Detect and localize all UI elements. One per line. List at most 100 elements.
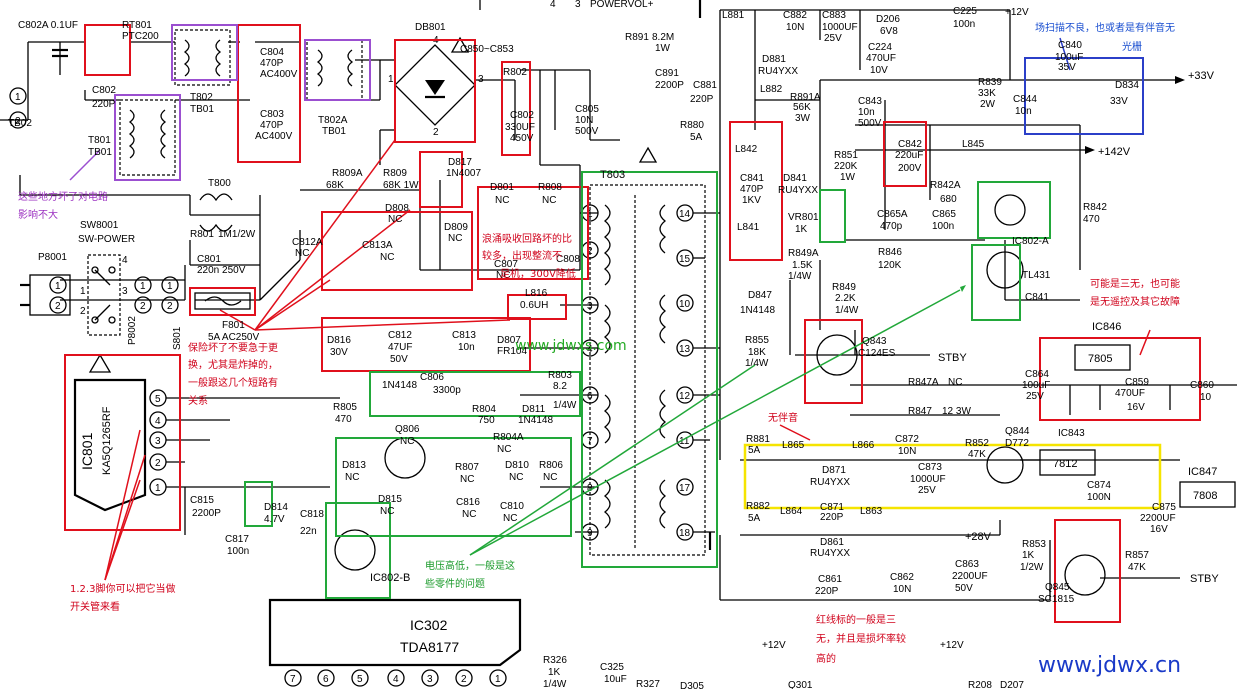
comp-label: 220P — [92, 99, 116, 110]
comp-label: 1000UF — [822, 22, 858, 33]
comp-label: 8.2M — [652, 32, 674, 43]
comp-label: Q806 — [395, 424, 420, 435]
comp-label: R808 — [538, 182, 562, 193]
comp-label: IC802-A — [1012, 236, 1049, 247]
pin-label: 4 — [122, 255, 128, 266]
yellow-box-12v — [743, 443, 1162, 510]
comp-label: T803 — [600, 169, 625, 181]
comp-label: C881 — [693, 80, 717, 91]
comp-label: NC — [380, 252, 394, 263]
comp-label: R842 — [1083, 202, 1107, 213]
comp-label: 8.2 — [553, 381, 567, 392]
comp-label: RU4YXX — [810, 477, 850, 488]
comp-label: TB01 — [88, 147, 112, 158]
pin-label: 6 — [587, 391, 593, 402]
watermark-center: www.jdwxs.com — [515, 338, 627, 354]
ic801-label: IC801 — [79, 432, 95, 470]
watermark-corner: www.jdwx.cn — [1038, 653, 1181, 678]
comp-label: 500V — [858, 118, 882, 129]
comp-label: R839 — [978, 77, 1002, 88]
comp-label: R880 — [680, 120, 704, 131]
ic302-body: IC302 TDA8177 7 6 5 4 3 2 1 — [268, 598, 522, 687]
transformer-t802a — [306, 39, 363, 101]
blue-box-33v — [1024, 57, 1144, 135]
comp-label: R882 — [746, 501, 770, 512]
comp-label: 68K 1W — [383, 180, 419, 191]
comp-label: TB01 — [322, 126, 346, 137]
comp-label: D814 — [264, 502, 288, 513]
comp-label: 1/4W — [553, 400, 577, 411]
comp-label: 10N — [786, 22, 804, 33]
comp-label: DB801 — [415, 22, 446, 33]
comp-label: 10V — [870, 65, 888, 76]
comp-label: 10N — [898, 446, 916, 457]
comp-label: 47K — [968, 449, 986, 460]
comp-label: D881 — [762, 54, 786, 65]
comp-label: 10n — [1015, 106, 1032, 117]
comp-label: NC — [388, 214, 402, 225]
comp-label: 1N4148 — [518, 415, 553, 426]
comp-label: 220n 250V — [197, 265, 246, 276]
fuse-note-line: 关系 — [188, 394, 208, 407]
comp-label: 450V — [510, 133, 534, 144]
comp-label: 470p — [880, 221, 903, 232]
purple-box-t802 — [171, 24, 238, 81]
comp-label: R803 — [548, 370, 572, 381]
comp-label: 10n — [858, 107, 875, 118]
comp-label: 120K — [878, 260, 902, 271]
comp-label: 1/4W — [835, 305, 859, 316]
comp-label: C813A — [362, 240, 393, 251]
comp-label: 200V — [898, 163, 922, 174]
comp-label: R802 — [503, 67, 527, 78]
comp-label: 5A AC250V — [208, 332, 259, 343]
pin-note-line: 开关管来看 — [70, 600, 120, 613]
pin-label: 7 — [290, 674, 296, 685]
comp-label: T800 — [208, 178, 231, 189]
comp-label: L845 — [962, 139, 985, 150]
green-box-vr801 — [819, 189, 846, 243]
comp-label: C818 — [300, 509, 324, 520]
red-box-rt801 — [84, 24, 131, 76]
pin-label: 18 — [679, 528, 691, 539]
comp-label: Q845 — [1045, 582, 1070, 593]
comp-label: 2200P — [192, 508, 221, 519]
fuse-note-line: 换，尤其是炸掉的， — [188, 358, 278, 371]
comp-label: R847 — [908, 406, 932, 417]
red-box-c803-c804 — [237, 24, 301, 163]
comp-label: D815 — [378, 494, 402, 505]
comp-label: C124ES — [858, 348, 896, 359]
pin-label: 1 — [495, 674, 501, 685]
comp-label: 16V — [1150, 524, 1168, 535]
comp-label: 1N4007 — [446, 168, 481, 179]
header-num-3: 3 — [575, 0, 581, 10]
comp-label: R857 — [1125, 550, 1149, 561]
red-box-c802 — [501, 61, 531, 156]
comp-label: 25V — [918, 485, 936, 496]
comp-label: D817 — [448, 157, 472, 168]
comp-label: C812A — [292, 237, 323, 248]
comp-label: D206 — [876, 14, 900, 25]
t803-right-pins: 14 15 10 13 12 11 17 18 — [676, 204, 694, 541]
red-box-fuse — [189, 287, 256, 316]
comp-label: 47UF — [388, 342, 412, 353]
pin-label: 3 — [427, 674, 433, 685]
comp-label: 10N — [893, 584, 911, 595]
comp-label: C874 — [1087, 480, 1111, 491]
comp-label: IC802-B — [370, 572, 410, 584]
fuse-f801 — [194, 292, 251, 310]
comp-label: C860 — [1190, 380, 1214, 391]
comp-label: 470UF — [1115, 388, 1145, 399]
comp-label: 100N — [1087, 492, 1111, 503]
comp-label: 100n — [932, 221, 954, 232]
connector-p8001: 1 2 1 2 — [9, 87, 71, 316]
pin-label: 6 — [323, 674, 329, 685]
comp-label: NC — [345, 472, 359, 483]
pin-label: 3 — [478, 74, 484, 85]
labels-left: C802A 0.1UF RT801 PTC200 C802 220P TB02 … — [8, 20, 717, 350]
comp-label: NC — [295, 248, 309, 259]
ic302-pins: 7 6 5 4 3 2 1 — [284, 669, 507, 687]
regulator-7805: 7805 — [1074, 344, 1131, 371]
comp-label: C859 — [1125, 377, 1149, 388]
scan-note-line: 光栅 — [1122, 40, 1142, 53]
pin-label: 11 — [679, 436, 690, 447]
